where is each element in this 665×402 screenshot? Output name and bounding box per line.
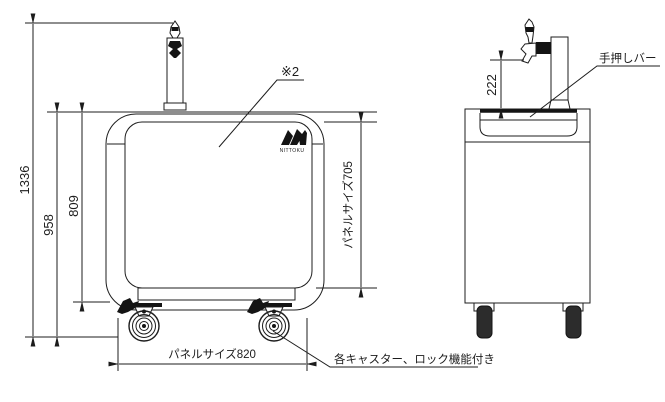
- caster-wheel-icon: [258, 310, 290, 342]
- caster-wheel-ring: [135, 317, 153, 335]
- tap-knob-icon: [168, 41, 182, 58]
- caster-front-left: [117, 298, 162, 342]
- front-panel: [124, 121, 313, 289]
- caster-plate: [128, 303, 162, 307]
- caster-side-left: [473, 302, 495, 339]
- push-bar-label: 手押しバー: [599, 51, 657, 65]
- outer-frame: [105, 113, 325, 311]
- faucet-block: [536, 42, 551, 54]
- tap-column-base: [548, 99, 571, 110]
- note-ref-label: ※2: [281, 64, 299, 79]
- caster-hub: [272, 324, 276, 328]
- caster-wheel-icon: [565, 305, 582, 339]
- logo-mark-icon: [281, 130, 293, 145]
- caster-wheel-ring: [262, 314, 286, 338]
- logo-mark-icon: [299, 130, 307, 145]
- leader-push-bar: [529, 65, 660, 118]
- caster-wheel-icon: [128, 310, 160, 342]
- caster-wheel-ring: [139, 321, 149, 331]
- dim-tap-clearance: 222: [484, 74, 499, 96]
- front-view: NITTOKU: [47, 20, 377, 342]
- side-view: [464, 18, 591, 339]
- tap-handle-band: [525, 27, 534, 32]
- caster-wheel-ring: [269, 321, 279, 331]
- dimensions: 1336 958 809 パネルサイズ705 パネルサイズ820 222: [17, 13, 524, 371]
- dim-panel-height: パネルサイズ705: [341, 161, 355, 249]
- tap-base: [163, 102, 187, 111]
- tap-tower-side: [520, 18, 571, 110]
- tap-handle-band: [171, 27, 179, 31]
- push-bar-tray: [479, 109, 578, 137]
- caster-wheel-icon: [476, 305, 493, 339]
- caster-note-label: 各キャスター、ロック機能付き: [334, 352, 495, 366]
- brand-logo: NITTOKU: [280, 129, 307, 154]
- brand-name: NITTOKU: [280, 148, 305, 154]
- annotations: ※2 手押しバー 各キャスター、ロック機能付き: [218, 51, 660, 368]
- dim-overall-height: 1336: [17, 166, 32, 195]
- tap-tower-front: [163, 20, 187, 111]
- dim-panel-bottom: 809: [66, 195, 81, 217]
- logo-mark-icon: [290, 129, 303, 145]
- faucet-spout-icon: [520, 42, 537, 64]
- dim-panel-width: パネルサイズ820: [168, 347, 256, 361]
- caster-side-right: [562, 302, 584, 339]
- side-body: [464, 108, 591, 304]
- leader-note: [218, 79, 304, 148]
- leader-caster-note: [272, 330, 478, 368]
- caster-hub: [142, 324, 146, 328]
- caster-wheel-ring: [132, 314, 156, 338]
- caster-front-right: [247, 298, 292, 342]
- caster-plate: [258, 303, 292, 307]
- tray-outline: [479, 113, 578, 137]
- dim-body-height: 958: [41, 214, 56, 236]
- caster-wheel-ring: [265, 317, 283, 335]
- base-strip: [137, 287, 296, 301]
